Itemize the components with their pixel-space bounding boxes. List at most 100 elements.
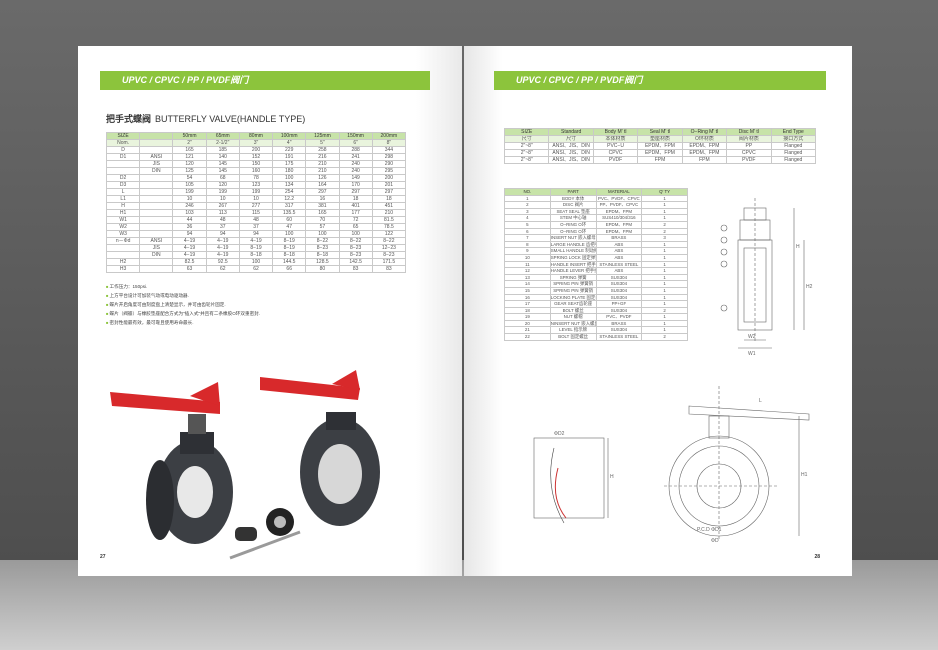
- table-cell: 57: [305, 223, 340, 231]
- table-cell: 14: [504, 280, 551, 288]
- table-cell: 100: [305, 230, 340, 238]
- table-cell: DISC 阀片: [549, 201, 597, 209]
- table-cell: 201: [371, 181, 407, 189]
- table-cell: PP+GF: [595, 300, 643, 308]
- table-cell: 113: [205, 209, 240, 217]
- table-cell: 140: [205, 153, 240, 161]
- table-cell: 5": [305, 139, 340, 147]
- front-elevation-drawing: P.C.D ΦD1 ΦD L H1: [664, 386, 810, 544]
- table-cell: 177: [338, 209, 373, 217]
- table-cell: PVC、PVDF: [595, 313, 643, 321]
- table-cell: [139, 181, 174, 189]
- table-cell: W1: [105, 216, 141, 224]
- table-cell: 2: [641, 333, 688, 341]
- table-cell: [139, 139, 174, 147]
- valve-photo: [110, 370, 380, 560]
- table-cell: 317: [272, 202, 307, 210]
- table-cell: ANSI、JIS、DIN: [548, 156, 594, 164]
- table-cell: Nom.: [105, 139, 141, 147]
- table-cell: 149: [338, 174, 373, 182]
- table-cell: 1: [641, 313, 688, 321]
- table-cell: 1: [641, 194, 688, 203]
- table-cell: 7: [504, 234, 551, 242]
- table-cell: Flanged: [770, 142, 817, 150]
- table-cell: 171.5: [371, 258, 407, 266]
- table-cell: STAINLESS STEEL: [595, 333, 643, 341]
- table-cell: 10: [504, 253, 551, 262]
- table-cell: [105, 160, 141, 168]
- table-cell: SMALL HANDLE 制动把手: [549, 247, 597, 255]
- table-cell: O环材质: [681, 135, 728, 143]
- table-cell: 65: [338, 223, 373, 231]
- table-cell: 164: [305, 181, 340, 189]
- table-cell: NO.: [504, 188, 551, 196]
- table-cell: SUS304: [595, 293, 643, 302]
- table-cell: SPRING LOCK 固定弹簧片: [549, 253, 597, 262]
- table-cell: BRASS: [595, 319, 643, 328]
- table-cell: [139, 132, 174, 140]
- table-cell: 2-1/2": [205, 139, 240, 147]
- right-band-title: UPVC / CPVC / PP / PVDF阀门: [494, 71, 826, 90]
- table-cell: EPDM、FPM: [637, 149, 683, 157]
- table-cell: 126: [305, 174, 340, 182]
- table-cell: 290: [371, 160, 407, 168]
- table-cell: 8−19: [272, 244, 307, 252]
- table-cell: 18: [371, 195, 407, 203]
- table-cell: 10: [238, 195, 274, 203]
- table-cell: SUS304: [595, 280, 643, 288]
- table-cell: 11: [504, 260, 551, 269]
- table-cell: 50mm: [172, 132, 207, 140]
- table-cell: 62: [238, 265, 274, 273]
- table-cell: FPM: [681, 156, 728, 164]
- table-cell: 241: [338, 153, 373, 161]
- table-cell: 2"~8": [503, 149, 550, 157]
- table-cell: 1: [641, 286, 688, 295]
- table-cell: n－Φd: [105, 237, 141, 245]
- table-cell: CPVC: [726, 149, 772, 157]
- table-cell: D2: [105, 174, 141, 182]
- table-cell: 123: [238, 181, 274, 189]
- table-cell: 100: [238, 258, 274, 266]
- table-cell: 78: [238, 174, 274, 182]
- left-band-title: UPVC / CPVC / PP / PVDF阀门: [100, 71, 430, 90]
- table-cell: 1: [641, 240, 688, 249]
- table-cell: 5: [504, 220, 551, 229]
- table-cell: 100: [272, 230, 307, 238]
- table-cell: 170: [338, 181, 373, 189]
- table-cell: 10: [172, 195, 207, 203]
- note-item: 蝶片（阀瓣）与橡胶垫座配合方式为"插入式"并且有二条橡胶O环双重密封.: [106, 309, 261, 318]
- table-cell: 145: [205, 160, 240, 168]
- section-title-en: BUTTERFLY VALVE(HANDLE TYPE): [155, 114, 306, 124]
- table-cell: 3: [504, 207, 551, 216]
- label-l: L: [759, 398, 762, 404]
- table-cell: [139, 195, 174, 203]
- table-cell: 12−23: [371, 244, 407, 252]
- table-cell: Disc M' tl: [726, 128, 772, 136]
- table-cell: 180: [272, 167, 307, 175]
- table-cell: FPM: [637, 156, 683, 164]
- table-cell: 3: [641, 234, 688, 242]
- label-h: H: [796, 244, 800, 250]
- table-cell: HANDLE LEVER 把手拉杆: [549, 267, 597, 275]
- table-cell: SUS304: [595, 306, 643, 315]
- table-cell: 4−19: [238, 237, 274, 245]
- table-cell: 83: [338, 265, 373, 273]
- table-cell: 阀片材质: [726, 135, 772, 143]
- table-cell: 125mm: [305, 132, 340, 140]
- table-cell: PVC−U: [592, 142, 639, 150]
- table-cell: CPVC: [592, 149, 639, 157]
- table-cell: 297: [305, 188, 340, 196]
